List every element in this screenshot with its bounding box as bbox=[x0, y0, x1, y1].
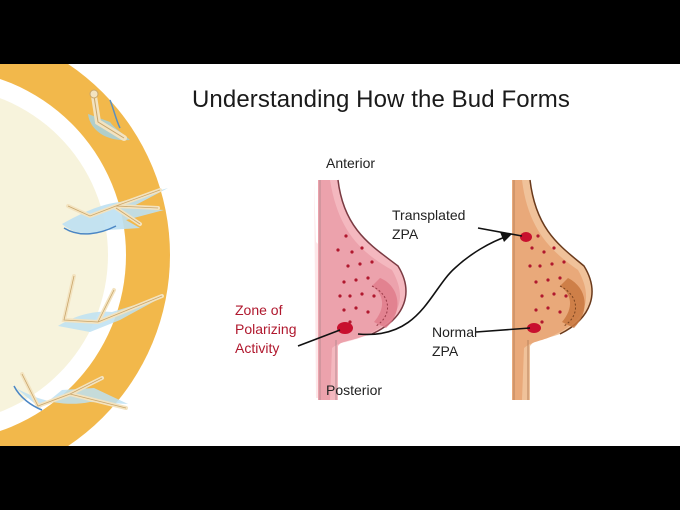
normal-zpa-label-line2: ZPA bbox=[432, 343, 459, 359]
limb-bud-left bbox=[314, 179, 407, 400]
normal-zpa-label-line1: Normal bbox=[432, 324, 478, 340]
mesenchyme-dots-left bbox=[336, 234, 376, 324]
limb-skeleton-icon-2 bbox=[62, 188, 168, 235]
limb-bud-right bbox=[512, 179, 593, 400]
arrowhead-icon bbox=[500, 232, 512, 242]
anterior-label: Anterior bbox=[326, 155, 376, 171]
zpa-label-line2: Polarizing bbox=[235, 321, 297, 337]
zpa-label-line1: Zone of bbox=[235, 302, 283, 318]
limb-skeleton-icon-4 bbox=[13, 372, 128, 411]
zpa-label-line3: Activity bbox=[235, 340, 280, 356]
decorative-arc bbox=[0, 64, 170, 446]
mesenchyme-dots-right bbox=[528, 234, 568, 324]
transplanted-zpa-label-line1: Transplated bbox=[392, 207, 466, 223]
limb-skeleton-icon-3 bbox=[58, 274, 164, 332]
normal-zpa-right bbox=[527, 323, 541, 333]
transplanted-zpa bbox=[520, 232, 532, 242]
posterior-label: Posterior bbox=[326, 382, 383, 398]
slide-title: Understanding How the Bud Forms bbox=[192, 86, 570, 113]
limb-skeleton-icon-1 bbox=[88, 89, 130, 141]
normal-zpa-left bbox=[337, 322, 353, 334]
transplanted-zpa-label-line2: ZPA bbox=[392, 226, 419, 242]
transplant-arrow bbox=[357, 235, 509, 336]
